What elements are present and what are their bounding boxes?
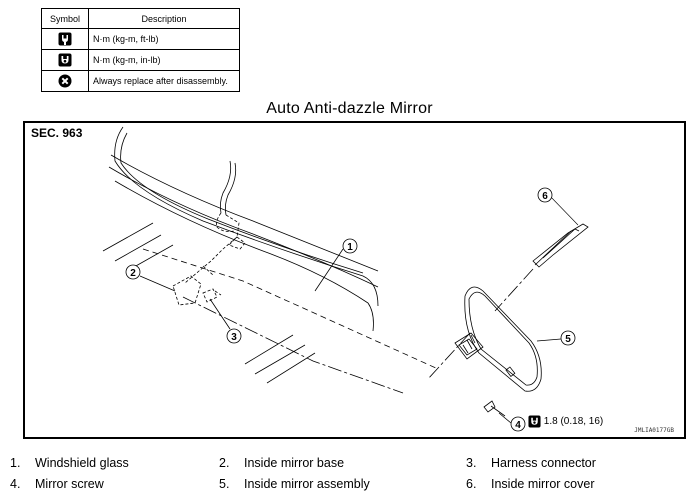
diagram-frame: SEC. 963 JMLIA0177GB xyxy=(23,121,686,439)
part-label: Harness connector xyxy=(491,456,596,470)
legend-header-symbol: Symbol xyxy=(41,8,89,29)
mount-centerline xyxy=(182,296,471,394)
harness-wiring xyxy=(184,160,246,296)
part-label: Mirror screw xyxy=(35,477,104,491)
inside-mirror-base xyxy=(172,275,202,306)
torque-wrench-icon xyxy=(58,32,72,46)
torque-value: 1.8 (0.18, 16) xyxy=(543,416,604,428)
torque-wrench-small-icon xyxy=(528,415,541,428)
part-label: Inside mirror cover xyxy=(491,477,595,491)
legend-row: N·m (kg-m, in-lb) xyxy=(41,49,240,71)
always-replace-icon xyxy=(58,74,72,88)
mirror-exploded-diagram: 1 2 3 4 5 6 xyxy=(102,126,589,432)
callout-6 xyxy=(537,187,553,203)
legend-header-row: Symbol Description xyxy=(41,8,240,29)
part-number: 3. xyxy=(466,456,477,470)
callout-1 xyxy=(314,238,358,292)
symbol-legend-table: Symbol Description N·m (kg-m, ft-lb) N·m… xyxy=(41,8,240,92)
windshield-glass xyxy=(102,126,439,384)
section-number: SEC. 963 xyxy=(31,126,83,140)
callout-label-1: 1 xyxy=(347,242,353,253)
cover-centerline xyxy=(494,268,534,312)
part-label: Windshield glass xyxy=(35,456,129,470)
harness-connector xyxy=(202,288,218,303)
legend-row: N·m (kg-m, ft-lb) xyxy=(41,28,240,50)
inside-mirror-cover xyxy=(532,194,589,268)
legend-description: N·m (kg-m, ft-lb) xyxy=(88,28,240,50)
callout-label-4: 4 xyxy=(515,420,521,431)
diagram-title: Auto Anti-dazzle Mirror xyxy=(266,100,433,117)
part-label: Inside mirror assembly xyxy=(244,477,370,491)
image-code: JMLIA0177GB xyxy=(634,427,674,434)
part-label: Inside mirror base xyxy=(244,456,345,470)
part-number: 4. xyxy=(10,477,21,491)
torque-wrench-small-icon xyxy=(58,53,72,67)
callout-4 xyxy=(498,412,526,432)
legend-header-description: Description xyxy=(88,8,240,29)
part-number: 1. xyxy=(10,456,21,470)
inside-mirror-assembly xyxy=(454,286,542,392)
mirror-screw xyxy=(483,400,506,417)
legend-row: Always replace after disassembly. xyxy=(41,70,240,92)
callout-label-2: 2 xyxy=(130,268,136,279)
callout-label-6: 6 xyxy=(542,191,548,202)
torque-spec: 1.8 (0.18, 16) xyxy=(528,415,603,428)
callout-label-3: 3 xyxy=(231,332,237,343)
callout-2 xyxy=(125,264,176,292)
legend-description: N·m (kg-m, in-lb) xyxy=(88,49,240,71)
part-number: 6. xyxy=(466,477,477,491)
callout-5 xyxy=(536,330,576,346)
legend-description: Always replace after disassembly. xyxy=(88,70,240,92)
callout-label-5: 5 xyxy=(565,334,571,345)
part-number: 2. xyxy=(219,456,230,470)
callout-3 xyxy=(209,298,242,344)
part-number: 5. xyxy=(219,477,230,491)
